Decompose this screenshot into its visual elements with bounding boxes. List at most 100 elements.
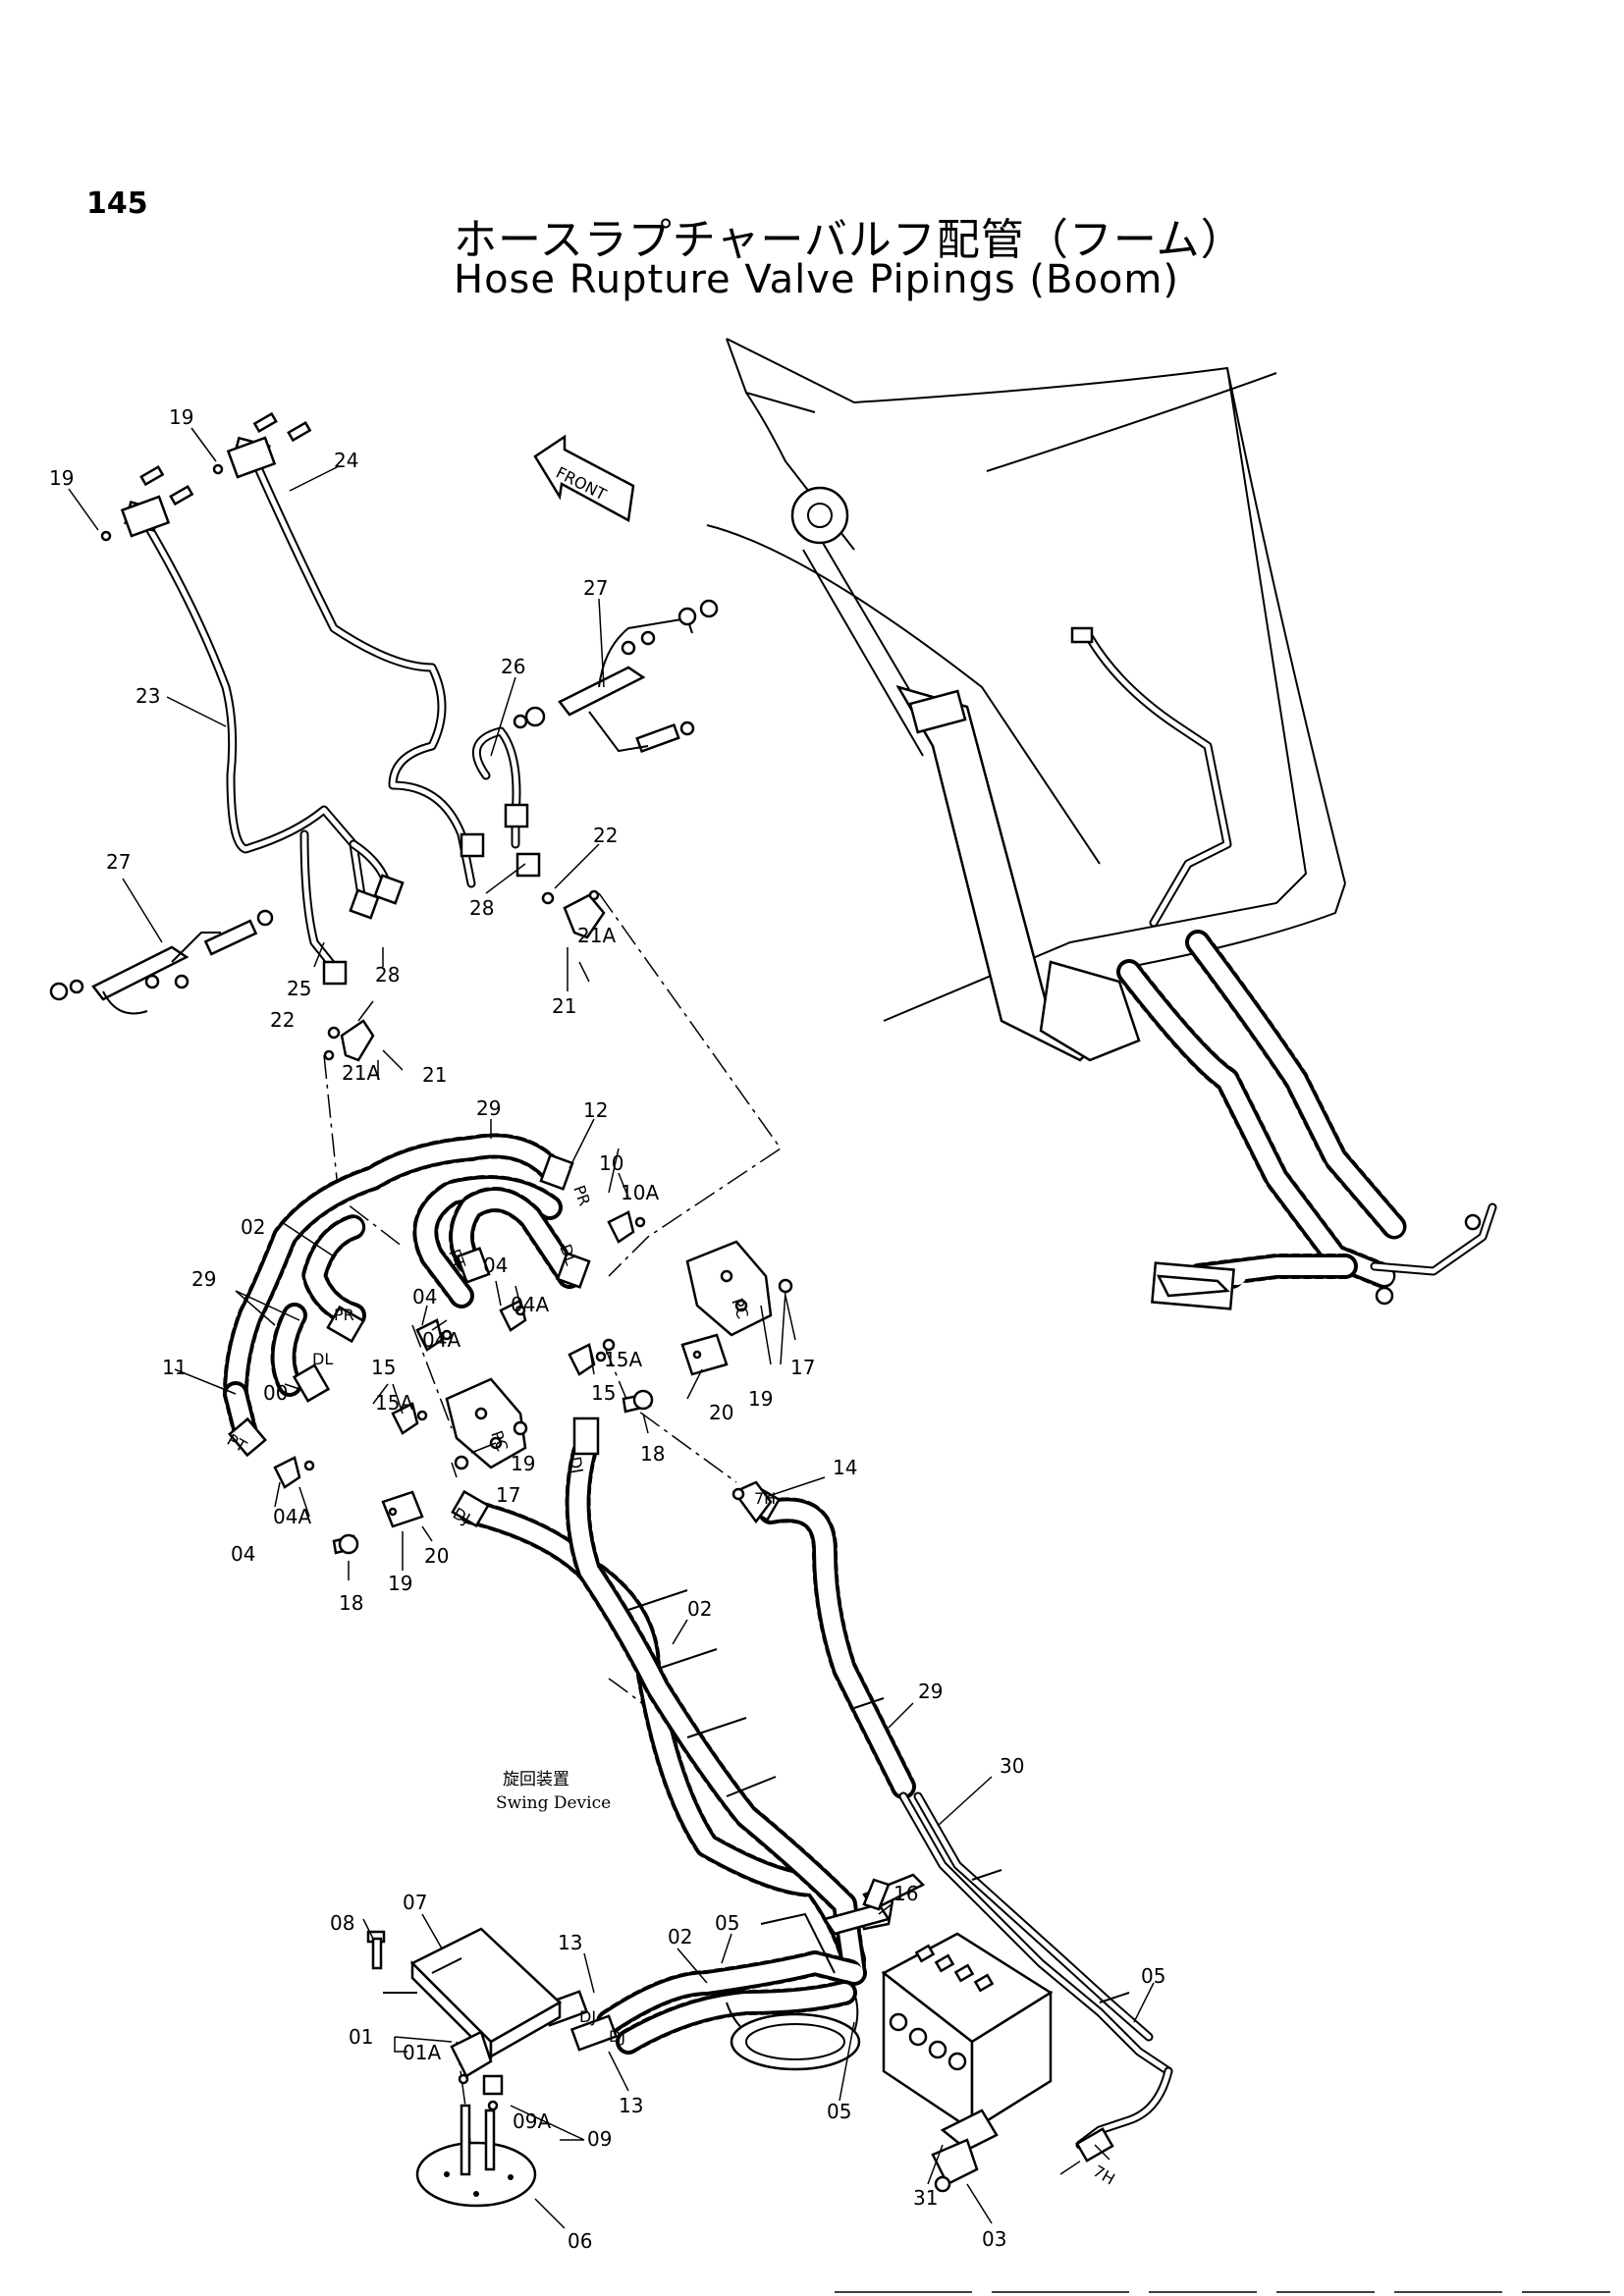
callout-21a: 21 bbox=[552, 994, 576, 1018]
callout-14: 14 bbox=[833, 1456, 857, 1479]
callout-15a: 15 bbox=[371, 1356, 396, 1379]
callout-04c: 04 bbox=[231, 1542, 255, 1566]
callout-11: 11 bbox=[162, 1356, 187, 1379]
fitting-09 bbox=[482, 2074, 504, 2111]
callout-02c: 02 bbox=[668, 1925, 692, 1949]
callout-20a: 20 bbox=[709, 1401, 733, 1424]
callout-31: 31 bbox=[913, 2186, 938, 2210]
port-dj-4: DJ bbox=[609, 2027, 625, 2046]
callout-16: 16 bbox=[893, 1882, 918, 1905]
callout-25: 25 bbox=[287, 977, 311, 1000]
fitting-01 bbox=[450, 2030, 493, 2085]
pipe-30 bbox=[898, 1791, 1173, 2150]
hose-fittings bbox=[228, 1153, 1114, 2163]
fitting-21-upper bbox=[541, 889, 606, 939]
clamp-set-27-upper bbox=[513, 599, 719, 754]
fitting-14 bbox=[731, 1480, 773, 1524]
callout-05c: 05 bbox=[827, 2100, 851, 2123]
callout-19e: 19 bbox=[388, 1572, 412, 1595]
callout-04b: 04 bbox=[412, 1285, 437, 1308]
boom-outline bbox=[706, 338, 1346, 1022]
port-pr-upper: PR bbox=[569, 1183, 594, 1208]
callout-19a: 19 bbox=[169, 405, 193, 429]
callout-22a: 22 bbox=[593, 824, 618, 847]
callout-27a: 27 bbox=[583, 576, 608, 600]
boom-cylinder bbox=[790, 486, 1141, 1062]
callout-12: 12 bbox=[583, 1098, 608, 1122]
swing-device-label-en: Swing Device bbox=[496, 1793, 611, 1813]
callout-02a: 02 bbox=[241, 1215, 265, 1239]
front-arrow: FRONT bbox=[533, 434, 635, 522]
bolts-18 bbox=[332, 1389, 654, 1555]
callout-04Aa: 04A bbox=[511, 1293, 549, 1316]
callout-17a: 17 bbox=[790, 1356, 815, 1379]
callout-15Ab: 15A bbox=[375, 1391, 413, 1415]
callout-04Ab: 04A bbox=[422, 1328, 460, 1352]
callout-17b: 17 bbox=[496, 1483, 520, 1507]
title-english: Hose Rupture Valve Pipings (Boom) bbox=[454, 257, 1179, 302]
callout-09A: 09A bbox=[513, 2109, 551, 2133]
fitting-03 bbox=[931, 2138, 979, 2193]
swing-device-label: 旋回装置 Swing Device bbox=[496, 1770, 611, 1813]
callout-15Aa-upper: 15A bbox=[604, 1348, 642, 1371]
callout-30: 30 bbox=[1000, 1754, 1024, 1778]
clamp-set-27-lower bbox=[49, 909, 274, 1015]
valve-block-lower bbox=[381, 1377, 528, 1528]
pipe-end-fittings bbox=[322, 803, 541, 986]
callout-28b: 28 bbox=[469, 896, 494, 920]
callout-06: 06 bbox=[568, 2229, 592, 2253]
callout-27b: 27 bbox=[106, 850, 131, 874]
callout-29a: 29 bbox=[476, 1096, 501, 1120]
pipe-24 bbox=[232, 436, 476, 893]
callout-19d: 19 bbox=[511, 1452, 535, 1475]
plate-06 bbox=[415, 2104, 537, 2208]
callout-10A: 10A bbox=[621, 1181, 659, 1204]
hose-02-main bbox=[459, 1440, 867, 2055]
title-japanese: ホースラプチャーバルフ配管（フーム） bbox=[454, 215, 1245, 265]
callout-22b: 22 bbox=[270, 1008, 295, 1032]
boom-hose-bundle bbox=[1070, 626, 1497, 1310]
swing-device bbox=[726, 1912, 861, 2071]
port-pr-lower: PR bbox=[334, 1306, 354, 1324]
callout-01A: 01A bbox=[403, 2041, 441, 2064]
callout-21b: 21 bbox=[422, 1063, 447, 1087]
callout-13b: 13 bbox=[619, 2094, 643, 2117]
callout-01: 01 bbox=[349, 2025, 373, 2049]
hose-29-right bbox=[758, 1497, 916, 1799]
callout-05b: 05 bbox=[1141, 1964, 1165, 1988]
bracket-16 bbox=[822, 1878, 892, 1936]
callout-10: 10 bbox=[599, 1151, 623, 1175]
callout-00: 00 bbox=[263, 1381, 288, 1405]
callout-29b: 29 bbox=[191, 1267, 216, 1291]
clamp-assemblies-top bbox=[100, 411, 312, 542]
fitting-21-lower bbox=[323, 1019, 375, 1062]
bolt-08 bbox=[366, 1930, 386, 1970]
callout-02b: 02 bbox=[687, 1597, 712, 1621]
callout-09: 09 bbox=[587, 2127, 612, 2151]
callout-03: 03 bbox=[982, 2227, 1006, 2251]
leader-lines bbox=[68, 427, 1155, 2229]
callout-18a: 18 bbox=[640, 1442, 665, 1466]
callout-24: 24 bbox=[334, 449, 358, 472]
callout-07: 07 bbox=[403, 1891, 427, 1914]
valve-31 bbox=[881, 1932, 1054, 2152]
bracket-07 bbox=[383, 1927, 563, 2060]
callout-labels: 19 19 24 27 26 23 22 27 28 28 21A 21 25 … bbox=[49, 405, 1165, 2253]
callout-21Ab: 21A bbox=[342, 1061, 380, 1085]
callout-18b: 18 bbox=[339, 1591, 363, 1615]
callout-08: 08 bbox=[330, 1911, 354, 1935]
callout-23: 23 bbox=[135, 684, 160, 708]
page-number: 145 bbox=[86, 187, 148, 221]
callout-15b: 15 bbox=[591, 1381, 616, 1405]
callout-26: 26 bbox=[501, 655, 525, 678]
valve-block-upper bbox=[602, 1240, 793, 1376]
port-dl-lower: DL bbox=[312, 1350, 333, 1368]
port-dj-3: DJ bbox=[579, 2007, 596, 2026]
callout-04Ac: 04A bbox=[273, 1505, 311, 1528]
callout-28a: 28 bbox=[375, 963, 400, 987]
port-dj-1: DJ bbox=[566, 1455, 587, 1474]
hose-clamps bbox=[627, 1589, 1130, 2003]
swing-device-label-jp: 旋回装置 bbox=[503, 1770, 569, 1789]
pipe-26 bbox=[472, 726, 521, 849]
